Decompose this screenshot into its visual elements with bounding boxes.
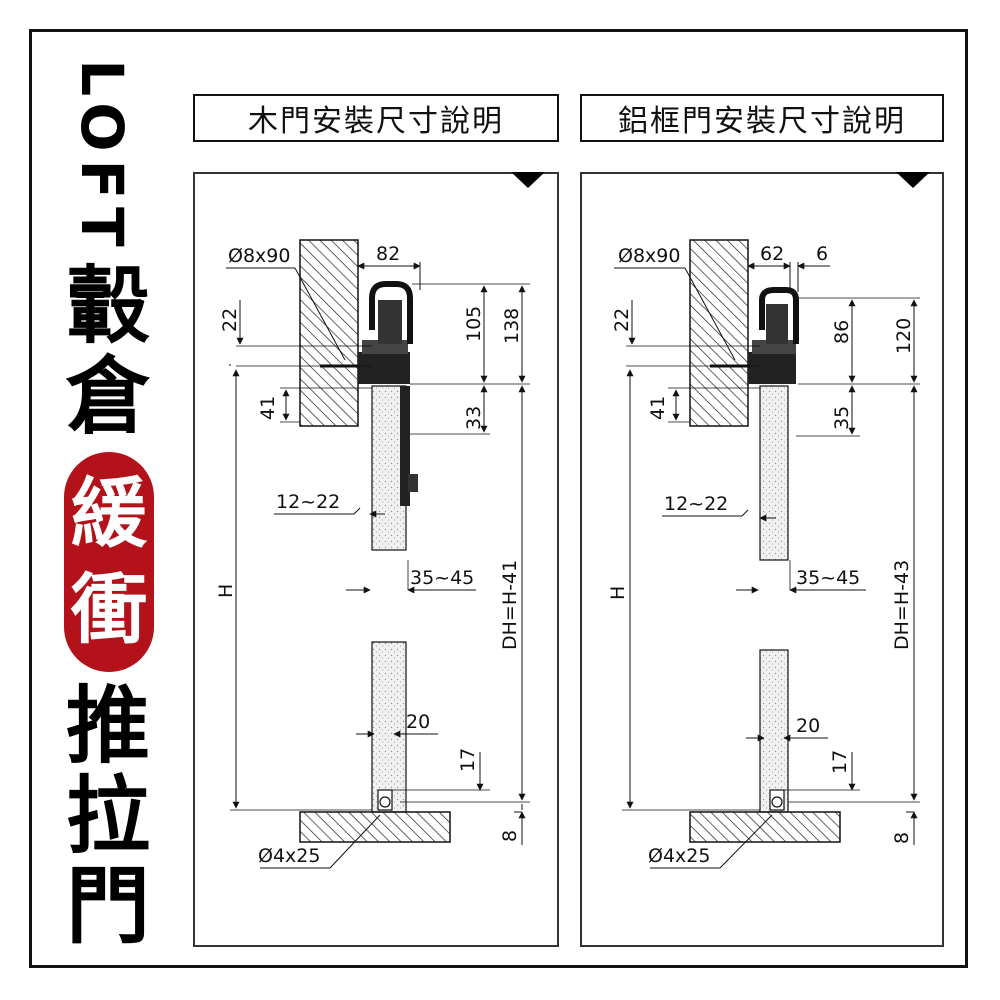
label-width: 82 xyxy=(376,243,400,265)
triangle-marker-icon xyxy=(896,172,930,188)
label-thickness: 35~45 xyxy=(796,567,860,589)
label-screw: Ø4x25 xyxy=(258,845,320,867)
badge-char: 緩 xyxy=(71,469,147,558)
brand-char: 轂 xyxy=(65,257,150,355)
label-d138: 138 xyxy=(501,308,523,344)
label-DH: DH=H-41 xyxy=(499,560,521,650)
label-gap: 12~22 xyxy=(276,491,340,513)
roller-wheel xyxy=(766,304,788,344)
door-leaf-bottom xyxy=(759,649,789,813)
label-d20: 20 xyxy=(796,715,820,737)
badge-char: 衝 xyxy=(71,565,147,654)
highlight-badge: 緩 衝 xyxy=(64,452,154,672)
label-d17: 17 xyxy=(829,750,851,774)
roller-hanger xyxy=(369,281,413,344)
label-bolt: Ø8x90 xyxy=(228,245,290,267)
wall-section xyxy=(299,239,359,427)
label-thickness: 35~45 xyxy=(410,567,474,589)
brand-char: 推 xyxy=(65,677,150,775)
label-width-secondary: 6 xyxy=(816,243,828,265)
aluminum-door-drawing: Ø8x90 62 6 86 120 35 22 41 12~22 35~45 H… xyxy=(607,239,920,869)
label-gap: 12~22 xyxy=(664,493,728,515)
label-bolt: Ø8x90 xyxy=(618,245,680,267)
label-d8: 8 xyxy=(891,832,913,844)
triangle-marker-icon xyxy=(511,172,545,188)
track-bracket xyxy=(358,352,410,384)
label-d138: 120 xyxy=(893,318,915,354)
track-bracket xyxy=(748,352,796,384)
label-d105: 105 xyxy=(463,306,485,342)
roller-wheel xyxy=(378,300,402,344)
label-d22: 22 xyxy=(219,308,241,332)
roller-hanger xyxy=(759,287,799,344)
brand-char: 拉 xyxy=(65,767,150,865)
floor-section xyxy=(299,811,451,843)
floor-section xyxy=(689,811,841,843)
label-screw: Ø4x25 xyxy=(648,845,710,867)
label-d33: 35 xyxy=(831,406,853,430)
label-d20: 20 xyxy=(406,711,430,733)
label-d22: 22 xyxy=(611,308,633,332)
label-d33: 33 xyxy=(463,406,485,430)
label-H: H xyxy=(215,584,237,598)
wood-door-drawing: Ø8x90 82 105 138 33 22 41 12~22 35~45 H … xyxy=(215,239,530,869)
panel-title-aluminum: 鋁框門安裝尺寸說明 xyxy=(580,94,944,142)
door-leaf-top xyxy=(759,385,789,561)
label-DH: DH=H-43 xyxy=(891,560,913,650)
label-d41: 41 xyxy=(257,396,279,420)
wall-section xyxy=(689,239,749,427)
label-d8: 8 xyxy=(499,830,521,842)
panel-title-wood: 木門安裝尺寸說明 xyxy=(193,94,559,142)
brand-char: 門 xyxy=(65,857,150,955)
label-d41: 41 xyxy=(647,396,669,420)
label-d105: 86 xyxy=(831,320,853,344)
door-leaf-bottom xyxy=(371,641,407,813)
label-width: 62 xyxy=(760,243,784,265)
brand-char: 倉 xyxy=(65,347,150,445)
label-d17: 17 xyxy=(457,748,479,772)
label-H: H xyxy=(607,586,629,600)
